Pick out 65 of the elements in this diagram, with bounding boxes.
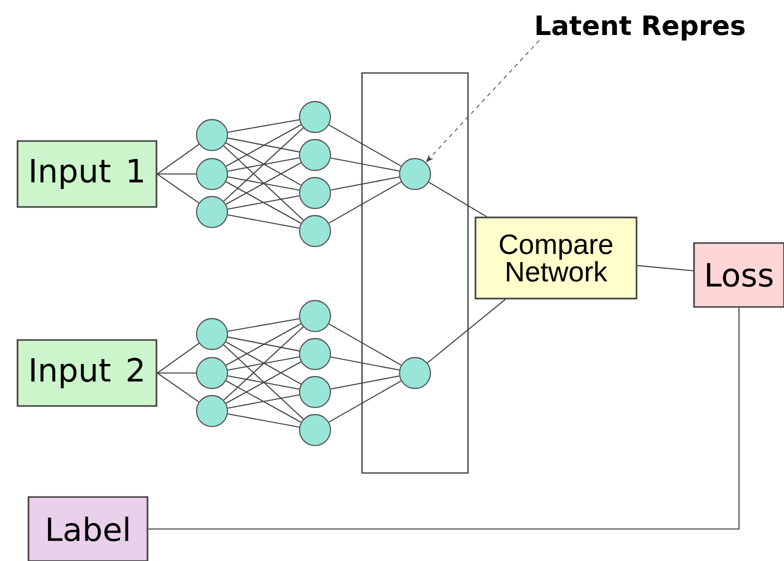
neuron-circle <box>399 357 431 389</box>
connector-line <box>157 173 196 175</box>
input-box: Input 2 <box>16 339 158 407</box>
connector-line <box>328 181 402 224</box>
connector-line <box>330 375 400 390</box>
heading-text: Latent Repres <box>536 16 745 40</box>
connector-line <box>428 182 487 218</box>
connector-line <box>330 356 400 371</box>
neuron-circle <box>196 196 228 228</box>
connector-line <box>148 308 740 530</box>
connector-line <box>228 138 300 152</box>
neuron-circle <box>299 376 331 408</box>
connector-line <box>156 372 200 402</box>
connector-line <box>156 342 200 374</box>
connector-line <box>427 298 506 364</box>
connector-line <box>228 375 300 390</box>
connector-line <box>228 413 300 428</box>
input-box: Input 1 <box>16 140 158 208</box>
connector-line <box>328 380 402 423</box>
neuron-circle <box>399 158 431 190</box>
connector-line <box>228 336 300 352</box>
neuron-circle <box>196 318 228 350</box>
connector-line <box>223 326 304 401</box>
connector-line <box>228 356 300 371</box>
neuron-circle <box>196 158 228 190</box>
neuron-circle <box>196 357 228 389</box>
connector-line <box>223 146 304 220</box>
connector-line <box>226 380 302 423</box>
connector-line <box>226 341 302 385</box>
connector-line <box>226 124 302 167</box>
connector-line <box>226 323 302 366</box>
layer-box <box>361 72 469 474</box>
connector-line <box>228 119 300 133</box>
connector-line <box>226 181 302 224</box>
connector-line <box>637 265 694 272</box>
connector-line <box>228 318 300 332</box>
connector-line <box>228 195 300 210</box>
connector-line <box>228 214 300 229</box>
connector-line <box>330 176 400 191</box>
connector-line <box>228 157 300 172</box>
neuron-circle <box>299 139 331 171</box>
connector-line <box>228 394 300 409</box>
label-box: Label <box>28 496 148 561</box>
neuron-circle <box>299 414 331 446</box>
connector-line <box>223 127 304 202</box>
connector-line <box>330 157 400 172</box>
connector-line <box>223 344 304 420</box>
connector-line <box>156 144 200 174</box>
neuron-circle <box>299 177 331 209</box>
connector-line <box>156 174 200 204</box>
neuron-circle <box>196 395 228 427</box>
neuron-circle <box>299 101 331 133</box>
loss-box: Loss <box>693 242 784 308</box>
connector-line <box>157 372 196 374</box>
neuron-circle <box>299 215 331 247</box>
connector-line <box>328 124 402 167</box>
connector-line <box>226 142 302 186</box>
connector-line <box>226 361 302 404</box>
neuron-circle <box>299 338 331 370</box>
neuron-circle <box>196 119 228 151</box>
connector-line <box>228 176 300 191</box>
neuron-circle <box>299 300 331 332</box>
connector-line <box>226 162 302 205</box>
compare-box: Compare Network <box>474 216 638 300</box>
connector-line <box>328 323 402 366</box>
